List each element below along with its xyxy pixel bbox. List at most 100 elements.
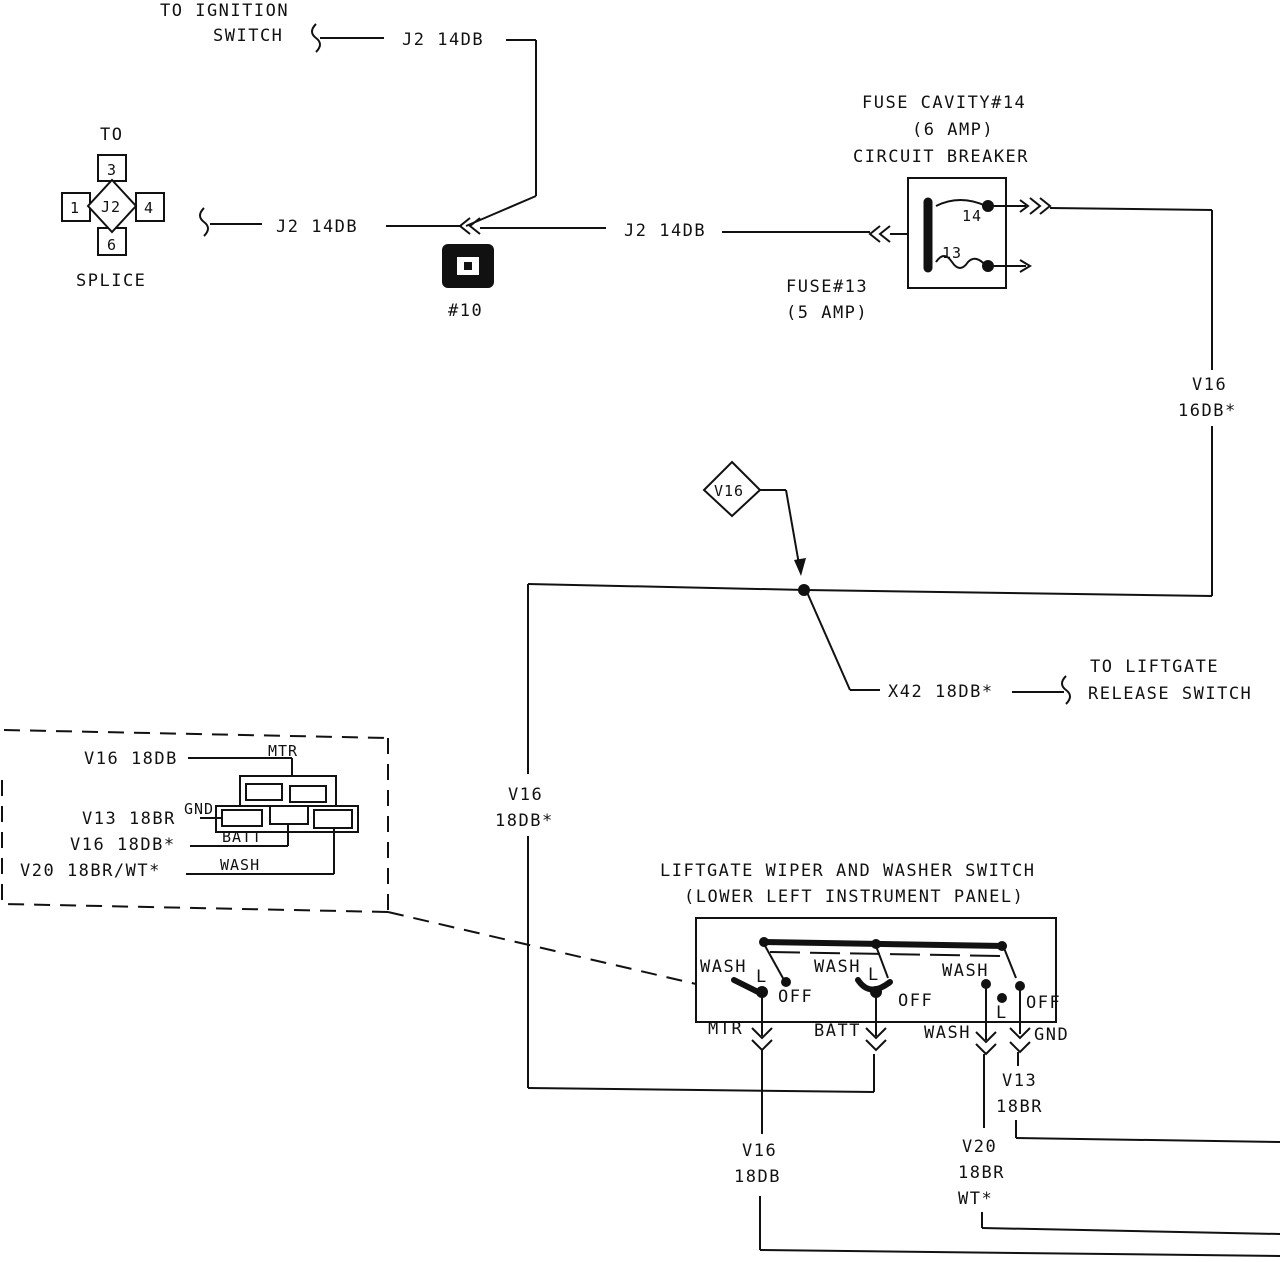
breaker-arc xyxy=(935,199,987,207)
wire xyxy=(805,589,851,691)
switch3-wash-label: WASH xyxy=(942,961,989,981)
terminal-chevron xyxy=(865,1027,887,1052)
v20-wire-label-line1: V20 xyxy=(962,1137,997,1157)
switch1-off-label: OFF xyxy=(778,987,813,1007)
connector-chevron xyxy=(458,217,481,235)
wire-label-ignition: J2 14DB xyxy=(402,30,484,50)
switch3-l-label: L xyxy=(996,1003,1008,1023)
connector-10-label: #10 xyxy=(448,301,483,321)
inset-cavity-wash xyxy=(313,809,353,829)
splice-to-label: TO xyxy=(100,125,123,145)
inset-batt-label: BATT xyxy=(222,828,262,846)
inset-v16-batt-label: V16 18DB* xyxy=(70,835,176,855)
splice-pin-bottom: 6 xyxy=(107,236,117,254)
output-arrow-13 xyxy=(1019,259,1032,273)
terminal-wash-label: WASH xyxy=(924,1023,971,1043)
wire-label-mid: J2 14DB xyxy=(624,221,706,241)
fuse-terminal-dot xyxy=(982,260,994,272)
switch1-wash-label: WASH xyxy=(700,957,747,977)
switch-title-line1: LIFTGATE WIPER AND WASHER SWITCH xyxy=(660,861,1036,881)
switch1-pole xyxy=(763,943,785,981)
v16-diamond xyxy=(702,460,762,518)
wire xyxy=(805,589,1213,597)
wire-label-splice: J2 14DB xyxy=(276,217,358,237)
splice-pin-left: 1 xyxy=(70,199,80,217)
inset-v13-label: V13 18BR xyxy=(82,809,176,829)
fuse-amp-label: (6 AMP) xyxy=(912,120,994,140)
connector-inset: V16 18DB MTR V13 18BR GND V16 18DB* BATT… xyxy=(1,729,697,985)
link-dot xyxy=(871,939,881,949)
left-wire-label-line1: V16 xyxy=(508,785,543,805)
inset-cavity xyxy=(245,783,283,801)
left-wire-label-line2: 18DB* xyxy=(495,811,554,831)
wire xyxy=(981,1227,1280,1235)
splice-label: SPLICE xyxy=(76,271,146,291)
liftgate-release-label-line1: TO LIFTGATE xyxy=(1090,657,1219,677)
ignition-label-line1: TO IGNITION xyxy=(160,1,289,21)
fuse13-amp-label: (5 AMP) xyxy=(786,303,868,323)
v16-wire-label-line2: 18DB xyxy=(734,1167,781,1187)
wire xyxy=(1049,207,1213,211)
fuse-block: FUSE CAVITY#14 (6 AMP) CIRCUIT BREAKER 1… xyxy=(786,93,1052,323)
switch2-wash-label: WASH xyxy=(814,957,861,977)
breaker-terminal-dot xyxy=(982,200,994,212)
switch3-wash-contact xyxy=(981,979,991,989)
splice-center-label: J2 xyxy=(101,198,121,216)
left-v16-wire: V16 18DB* xyxy=(495,584,875,1093)
right-v16-wire: V16 16DB* xyxy=(527,207,1237,597)
terminal-batt-label: BATT xyxy=(814,1021,861,1041)
right-wire-label-line2: 16DB* xyxy=(1178,401,1237,421)
switch1-common xyxy=(756,986,768,998)
terminal-gnd-label: GND xyxy=(1034,1025,1069,1045)
v20-wire-label-line3: WT* xyxy=(958,1189,993,1209)
wire xyxy=(785,489,801,571)
liftgate-release: X42 18DB* TO LIFTGATE RELEASE SWITCH xyxy=(805,589,1252,705)
inset-v20-label: V20 18BR/WT* xyxy=(20,861,161,881)
wire xyxy=(527,1087,875,1093)
switch1-l-label: L xyxy=(756,967,768,987)
link-dot xyxy=(759,937,769,947)
switch2-l-label: L xyxy=(868,965,880,985)
wire xyxy=(759,1249,1280,1257)
fuse-cavity-label: FUSE CAVITY#14 xyxy=(862,93,1026,113)
switch-title-line2: (LOWER LEFT INSTRUMENT PANEL) xyxy=(684,887,1024,907)
circuit-breaker-label: CIRCUIT BREAKER xyxy=(853,147,1029,167)
wiper-washer-switch: LIFTGATE WIPER AND WASHER SWITCH (LOWER … xyxy=(660,861,1069,1056)
switch2-off-label: OFF xyxy=(898,991,933,1011)
wire-break-squiggle xyxy=(1061,675,1071,705)
inset-v16-mtr-label: V16 18DB xyxy=(84,749,178,769)
ignition-label-line2: SWITCH xyxy=(213,26,283,46)
right-wire-label-line1: V16 xyxy=(1192,375,1227,395)
switch2-common xyxy=(870,986,882,998)
switch3-pole xyxy=(1003,947,1017,979)
switch-ganged-link xyxy=(761,939,1007,949)
splice-pin-top-box xyxy=(97,154,127,182)
switch3-off-label: OFF xyxy=(1026,993,1061,1013)
terminal-mtr-label: MTR xyxy=(708,1019,743,1039)
inset-cavity-mtr xyxy=(289,785,327,803)
arrow-head xyxy=(794,558,806,576)
liftgate-release-label-line2: RELEASE SWITCH xyxy=(1088,684,1252,704)
wire xyxy=(527,583,807,591)
switch2-pole xyxy=(875,945,889,979)
output-wires: V13 18BR V16 18DB V20 18BR WT* xyxy=(734,1050,1280,1257)
wire-break-squiggle xyxy=(199,207,209,237)
v16-reference: V16 xyxy=(702,460,806,576)
connector-chevron xyxy=(1029,197,1052,215)
switch3-l-contact xyxy=(997,993,1007,1003)
wire-break-squiggle xyxy=(311,23,321,53)
inset-leader xyxy=(387,911,697,985)
v16-wire-label-line1: V16 xyxy=(742,1141,777,1161)
output-arrow-14 xyxy=(1019,199,1030,213)
splice-pin-right: 4 xyxy=(144,199,154,217)
fuse-pin-13: 13 xyxy=(942,244,962,262)
fuse-block-body xyxy=(907,177,1007,289)
splice: TO 3 6 1 4 J2 SPLICE J2 14DB xyxy=(61,125,462,291)
mid-wire: J2 14DB xyxy=(480,221,870,241)
inset-mtr-label: MTR xyxy=(268,742,298,760)
wire xyxy=(1015,1137,1280,1143)
inset-wash-label: WASH xyxy=(220,856,260,874)
switch3-off-contact xyxy=(1015,981,1025,991)
fuse13-label: FUSE#13 xyxy=(786,277,868,297)
